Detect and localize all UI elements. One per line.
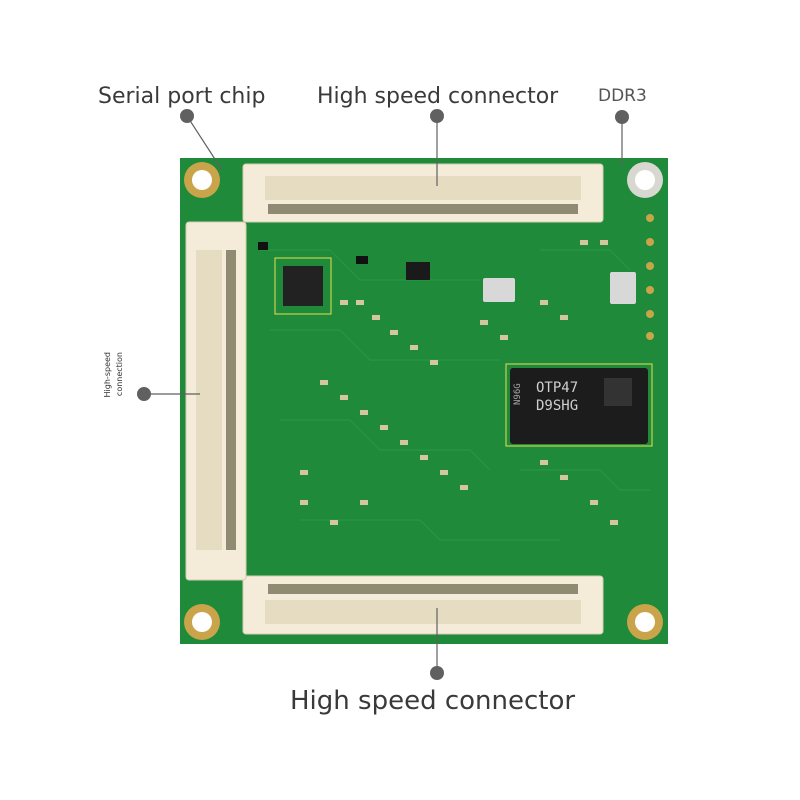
- ddr3-chip: OTP47 D9SHG N96G: [505, 363, 653, 447]
- ddr3-chip-marking-line2: D9SHG: [536, 398, 578, 414]
- high-speed-connector-top-label: High speed connector: [317, 84, 559, 109]
- serial-port-chip-label: Serial port chip: [98, 84, 266, 109]
- ddr3-chip-marking-side: N96G: [513, 383, 523, 405]
- bottom-connector: [242, 575, 604, 635]
- small-components: [258, 242, 636, 304]
- ddr3-label: DDR3: [598, 86, 647, 106]
- smd-passives: [300, 240, 618, 525]
- top-connector: [242, 163, 604, 223]
- left-connector: [185, 221, 247, 581]
- ddr3-chip-marking-line1: OTP47: [536, 380, 578, 396]
- high-speed-connection-label: High-speed connection: [101, 352, 141, 412]
- mounting-holes: [184, 162, 663, 640]
- high-speed-connection-label-line2: connection: [115, 352, 124, 397]
- high-speed-connection-label-line1: High-speed: [103, 352, 112, 398]
- serial-port-chip: [274, 257, 332, 315]
- header-pins: [646, 214, 654, 340]
- high-speed-connector-bottom-label: High speed connector: [290, 686, 576, 716]
- callouts: [137, 109, 629, 680]
